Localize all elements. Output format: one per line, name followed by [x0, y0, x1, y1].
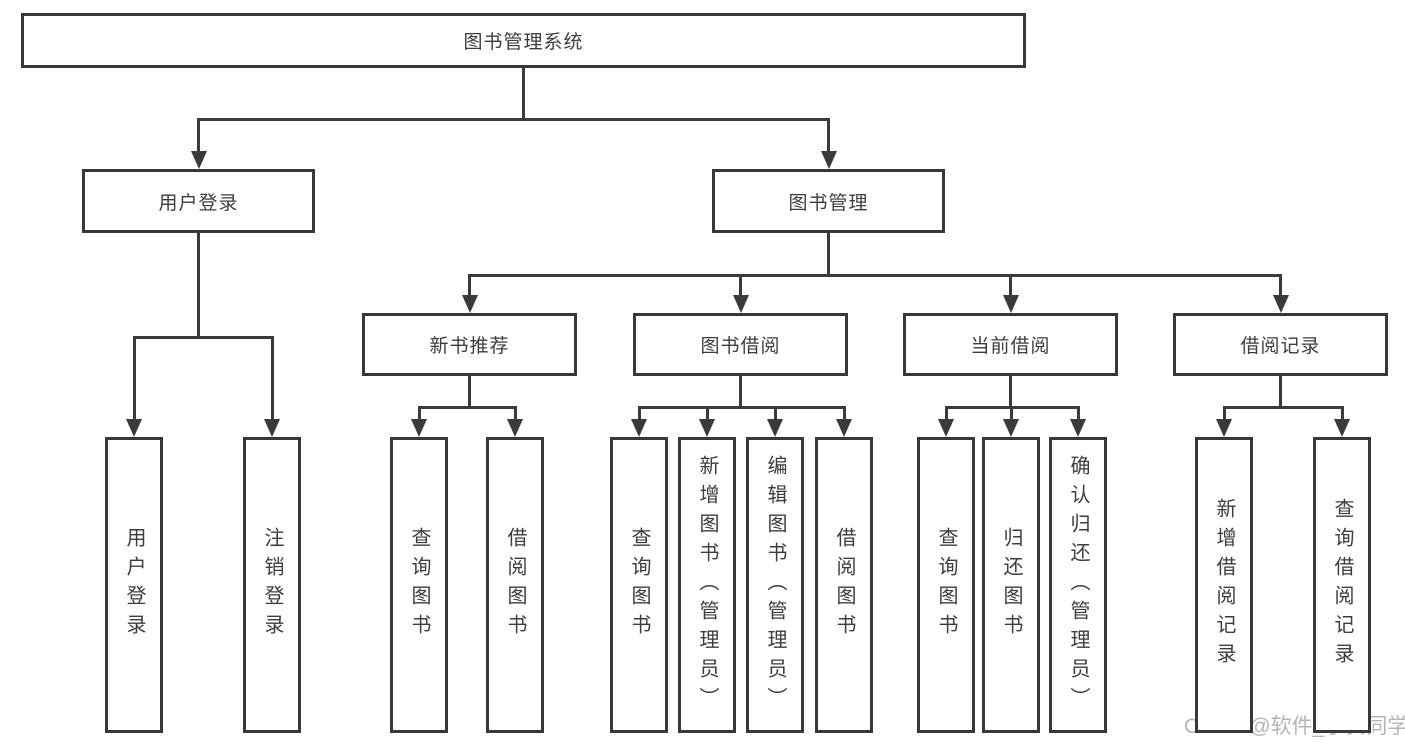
node-label-new-query: 查询图书 [408, 527, 430, 643]
node-label-cur-query: 查询图书 [935, 527, 957, 643]
arrow-down-icon [938, 419, 954, 437]
arrow-down-icon [820, 151, 837, 169]
connector-drop-login-out [270, 339, 274, 419]
arrow-down-icon [631, 419, 647, 437]
arrow-down-icon [1003, 419, 1019, 437]
connector-drop-records [1279, 277, 1282, 295]
node-borrow: 图书借阅 [633, 313, 848, 376]
connector-drop-cur-return [1009, 409, 1013, 419]
node-bor-edit: 编辑图书（管理员） [746, 437, 804, 733]
connector-drop-bor-edit [773, 409, 777, 419]
node-label-cur-return: 归还图书 [1000, 527, 1022, 643]
arrow-down-icon [461, 295, 478, 313]
arrow-down-icon [264, 419, 280, 437]
connector-drop-borrow [739, 277, 742, 295]
node-rec-query: 查询借阅记录 [1313, 437, 1371, 733]
connector-bus-records [1222, 406, 1344, 409]
node-mgmt: 图书管理 [712, 169, 945, 233]
node-label-bor-edit: 编辑图书（管理员） [764, 454, 786, 716]
node-label-mgmt: 图书管理 [788, 192, 869, 214]
node-login: 用户登录 [82, 169, 315, 233]
node-label-root: 图书管理系统 [463, 32, 584, 53]
connector-drop-mgmt [827, 121, 830, 151]
connector-drop-login [197, 121, 200, 151]
connector-drop-current [1009, 277, 1012, 295]
arrow-down-icon [1070, 419, 1086, 437]
connector-stub-borrow [739, 376, 742, 409]
node-label-newbook: 新书推荐 [429, 336, 510, 357]
connector-bus-current [944, 406, 1080, 409]
node-records: 借阅记录 [1173, 313, 1388, 376]
connector-drop-new-borrow [513, 409, 517, 419]
arrow-down-icon [1272, 295, 1289, 313]
node-label-bor-add: 新增图书（管理员） [696, 454, 718, 716]
arrow-down-icon [190, 151, 207, 169]
arrow-down-icon [699, 419, 715, 437]
connector-bus-mgmt [468, 274, 1282, 277]
connector-drop-new-query [417, 409, 421, 419]
node-bor-query: 查询图书 [610, 437, 668, 733]
connector-bus-root [197, 118, 830, 121]
node-cur-query: 查询图书 [917, 437, 975, 733]
connector-stub-records [1279, 376, 1282, 409]
node-new-borrow: 借阅图书 [486, 437, 544, 733]
connector-drop-bor-add [705, 409, 709, 419]
connector-bus-newbook [417, 406, 517, 409]
connector-drop-bor-borrow [842, 409, 846, 419]
node-bor-add: 新增图书（管理员） [678, 437, 736, 733]
arrow-down-icon [1334, 419, 1350, 437]
connector-stub-mgmt [827, 233, 830, 277]
connector-drop-cur-confirm [1076, 409, 1080, 419]
node-label-borrow: 图书借阅 [700, 336, 781, 357]
node-rec-add: 新增借阅记录 [1195, 437, 1253, 733]
connector-drop-login-user [132, 339, 136, 419]
connector-drop-cur-query [944, 409, 948, 419]
arrow-down-icon [836, 419, 852, 437]
arrow-down-icon [411, 419, 427, 437]
node-label-login-out: 注销登录 [261, 527, 283, 643]
arrow-down-icon [1216, 419, 1232, 437]
connector-stub-root [522, 68, 525, 121]
node-new-query: 查询图书 [390, 437, 448, 733]
node-root: 图书管理系统 [21, 13, 1026, 68]
connector-drop-rec-add [1222, 409, 1226, 419]
connector-drop-bor-query [637, 409, 641, 419]
node-label-new-borrow: 借阅图书 [504, 527, 526, 643]
arrow-down-icon [767, 419, 783, 437]
node-label-rec-add: 新增借阅记录 [1213, 498, 1235, 672]
arrow-down-icon [126, 419, 142, 437]
node-bor-borrow: 借阅图书 [815, 437, 873, 733]
node-label-login: 用户登录 [158, 192, 239, 214]
node-label-rec-query: 查询借阅记录 [1331, 498, 1353, 672]
connector-stub-newbook [468, 376, 471, 409]
connector-bus-login [132, 336, 274, 339]
connector-drop-rec-query [1340, 409, 1344, 419]
node-login-user: 用户登录 [105, 437, 163, 733]
arrow-down-icon [507, 419, 523, 437]
node-newbook: 新书推荐 [362, 313, 577, 376]
node-cur-return: 归还图书 [982, 437, 1040, 733]
arrow-down-icon [732, 295, 749, 313]
node-label-login-user: 用户登录 [123, 527, 145, 643]
node-label-cur-confirm: 确认归还（管理员） [1067, 454, 1089, 716]
arrow-down-icon [1002, 295, 1019, 313]
connector-stub-login [197, 233, 200, 339]
connector-drop-newbook [468, 277, 471, 295]
node-label-bor-borrow: 借阅图书 [833, 527, 855, 643]
connector-bus-borrow [637, 406, 846, 409]
node-current: 当前借阅 [903, 313, 1118, 376]
node-cur-confirm: 确认归还（管理员） [1049, 437, 1107, 733]
node-login-out: 注销登录 [243, 437, 301, 733]
node-label-bor-query: 查询图书 [628, 527, 650, 643]
node-label-records: 借阅记录 [1240, 336, 1321, 357]
connector-stub-current [1009, 376, 1012, 409]
node-label-current: 当前借阅 [970, 336, 1051, 357]
